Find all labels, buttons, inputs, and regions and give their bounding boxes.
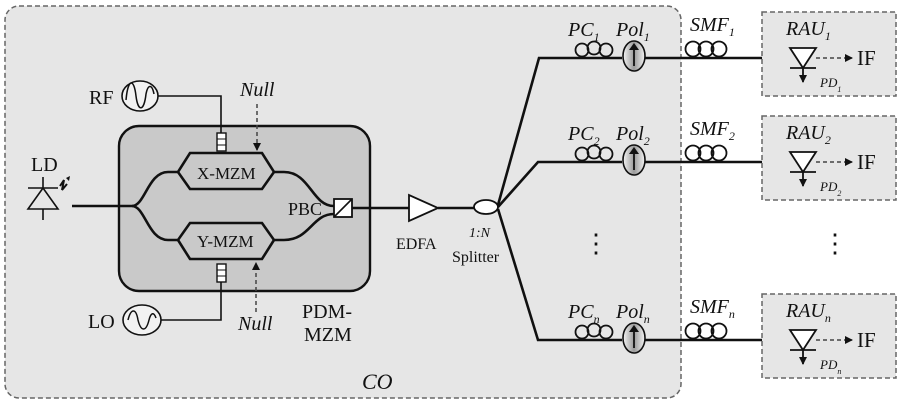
ld-label: LD bbox=[31, 154, 58, 176]
pdm-mzm-label-line1: PDM- bbox=[302, 301, 352, 323]
if-label: IF bbox=[857, 328, 876, 352]
splitter-icon bbox=[474, 200, 498, 214]
splitter-label: Splitter bbox=[452, 249, 500, 266]
polarizer-icon bbox=[623, 145, 645, 175]
x-mzm-electrode bbox=[217, 133, 226, 151]
pbc-label: PBC bbox=[288, 199, 322, 219]
rf-source-icon bbox=[122, 81, 158, 111]
pbc-icon bbox=[334, 199, 352, 217]
polarizer-icon bbox=[623, 41, 645, 71]
pdm-mzm-label-line2: MZM bbox=[304, 324, 352, 346]
smf-label: SMF2 bbox=[690, 118, 735, 143]
rf-label: RF bbox=[89, 87, 113, 109]
smf-coil-icon bbox=[686, 324, 727, 339]
null-top-label: Null bbox=[239, 79, 275, 101]
if-label: IF bbox=[857, 150, 876, 174]
splitter-ratio-label: 1:N bbox=[469, 226, 491, 241]
null-bottom-label: Null bbox=[237, 313, 273, 335]
if-label: IF bbox=[857, 46, 876, 70]
smf-label: SMF1 bbox=[690, 14, 735, 39]
smf-coil-icon bbox=[686, 42, 727, 57]
lo-source-icon bbox=[123, 305, 161, 335]
edfa-label: EDFA bbox=[396, 236, 437, 253]
y-mzm-label: Y-MZM bbox=[197, 232, 254, 251]
polarizer-icon bbox=[623, 323, 645, 353]
x-mzm-label: X-MZM bbox=[197, 164, 256, 183]
ellipsis-co: ⋮ bbox=[583, 229, 609, 258]
rau-label: RAU2 bbox=[785, 122, 831, 147]
y-mzm-electrode bbox=[217, 264, 226, 282]
pdm-mzm-box bbox=[119, 126, 370, 291]
smf-label: SMFn bbox=[690, 296, 735, 321]
lo-label: LO bbox=[88, 311, 115, 333]
co-label: CO bbox=[362, 369, 393, 394]
rau-label: RAUn bbox=[785, 300, 831, 325]
ellipsis-rau: ⋮ bbox=[822, 229, 848, 258]
smf-coil-icon bbox=[686, 146, 727, 161]
rau-label: RAU1 bbox=[785, 18, 831, 43]
